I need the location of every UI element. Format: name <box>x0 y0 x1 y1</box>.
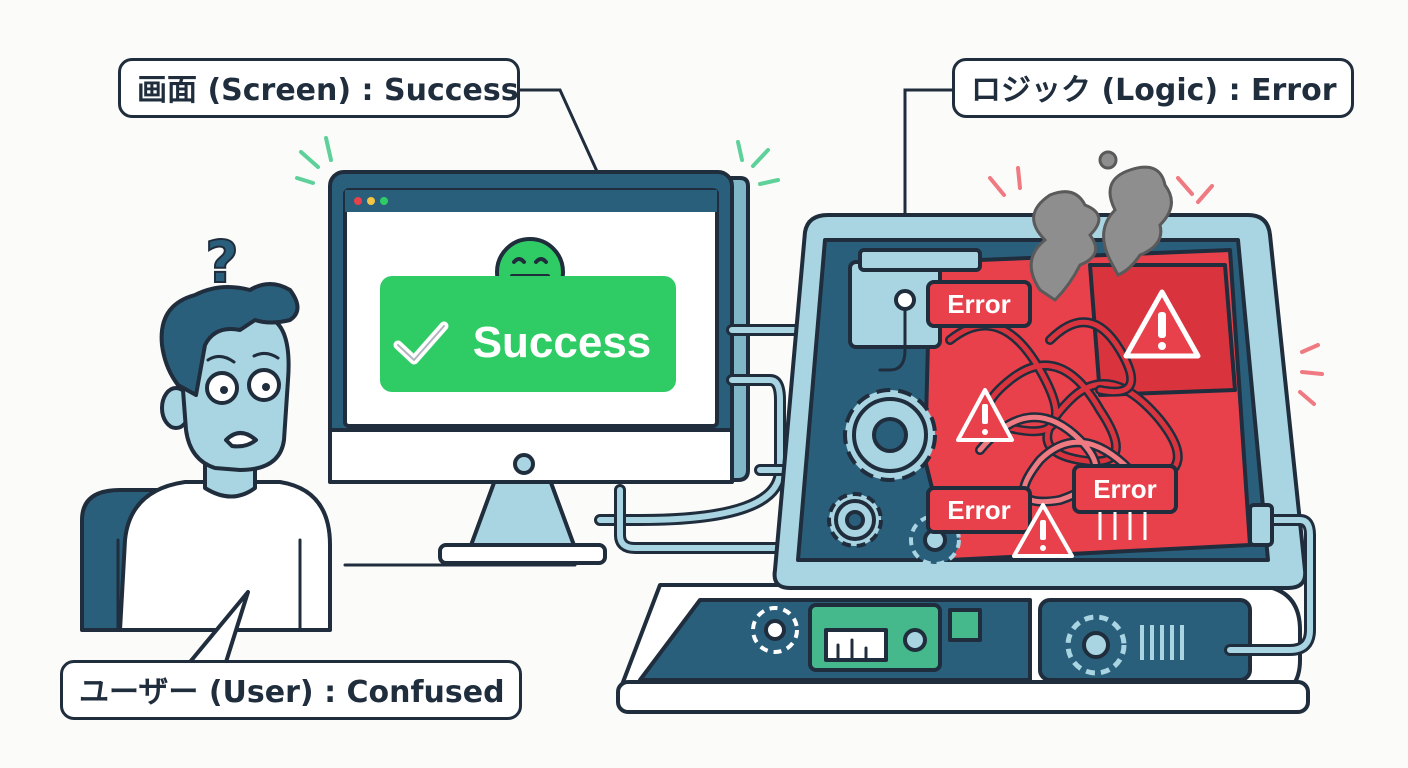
smoke <box>1029 150 1173 302</box>
callout-screen: 画面 (Screen) : Success <box>118 58 520 118</box>
laptop: Error Error Error <box>616 150 1324 714</box>
user-figure: ? <box>80 227 332 666</box>
window-dot-yellow <box>367 197 375 205</box>
user-torso <box>118 480 332 632</box>
gear-icon <box>843 388 937 482</box>
window-dot-green <box>380 197 388 205</box>
gear-icon-small <box>827 492 883 548</box>
callout-logic: ロジック (Logic) : Error <box>952 58 1354 118</box>
error-tag-label: Error <box>1093 474 1157 504</box>
power-button <box>513 453 535 475</box>
success-banner <box>380 276 676 392</box>
sparkle-lines <box>295 136 780 186</box>
success-label: Success <box>473 318 652 367</box>
warning-triangle-icon <box>956 388 1014 442</box>
user-hair <box>159 282 300 397</box>
warning-triangle-icon <box>1123 289 1201 359</box>
monitor-stand <box>468 478 577 550</box>
callout-user: ユーザー (User) : Confused <box>60 660 522 720</box>
gear-icon-base <box>751 606 1127 676</box>
tangled-wires <box>945 317 1183 507</box>
monitor: Success <box>295 136 780 565</box>
error-tag-2: Error <box>926 486 1032 534</box>
error-tag-label: Error <box>947 495 1011 525</box>
window-dot-red <box>354 197 362 205</box>
warning-triangle-icon <box>1012 503 1074 558</box>
user-mouth <box>224 431 258 449</box>
error-tag-3: Error <box>1072 464 1178 540</box>
error-tag-1: Error <box>926 280 1032 328</box>
error-tag-label: Error <box>947 289 1011 319</box>
monitor-base <box>438 543 607 565</box>
alarm-sparks <box>988 166 1324 406</box>
question-mark-icon: ? <box>205 228 239 296</box>
vent <box>1140 625 1184 660</box>
checkmark-icon <box>393 321 449 365</box>
